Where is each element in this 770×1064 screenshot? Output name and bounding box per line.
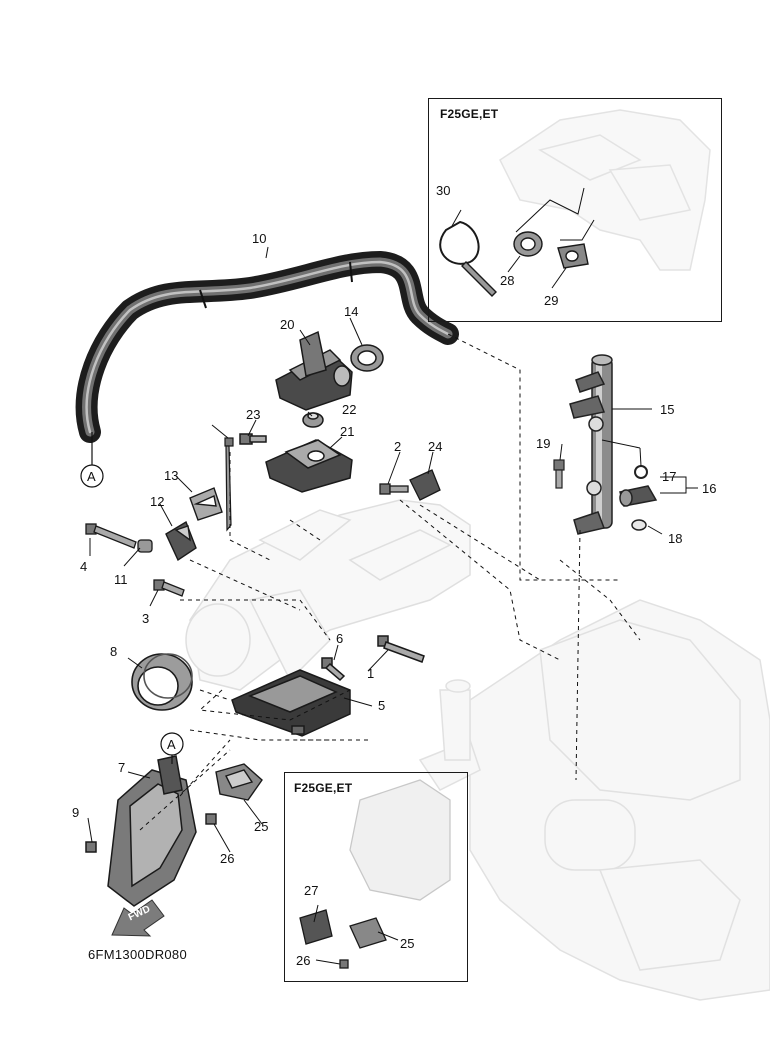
callout-22: 22 (342, 402, 357, 417)
cable-tie-31 (224, 437, 234, 532)
callout-2: 2 (394, 439, 402, 454)
clamp-14 (350, 344, 384, 372)
fuel-rail (569, 354, 613, 535)
callout-21: 21 (340, 424, 355, 439)
callout-11: 11 (114, 572, 128, 587)
callout-10: 10 (252, 231, 267, 246)
inset-f25ge-et-top (428, 98, 722, 322)
injector-parts (619, 465, 658, 531)
intake-manifold-ghost (185, 499, 471, 691)
callout-26: 26 (220, 851, 235, 866)
circle-a-label-bottom: A (167, 737, 176, 752)
part-21-bracket (239, 412, 353, 493)
callout-23: 23 (246, 407, 261, 422)
callout-3: 3 (142, 611, 150, 626)
callout-1: 1 (367, 666, 375, 681)
callout-inset-26: 26 (296, 953, 311, 968)
bracket-25 (205, 763, 263, 825)
callout-29: 29 (544, 293, 559, 308)
bolt-19 (553, 459, 565, 489)
inset-manifold-ghost (499, 109, 711, 271)
cover-7 (85, 755, 197, 907)
callout-16: 16 (702, 481, 717, 496)
callout-inset-25: 25 (400, 936, 415, 951)
callout-5: 5 (378, 698, 386, 713)
inset1-parts (439, 220, 589, 297)
callout-4: 4 (80, 559, 88, 574)
engine-block-ghost (418, 599, 770, 1001)
callout-30: 30 (436, 183, 451, 198)
reference-code: 6FM1300DR080 (88, 947, 187, 962)
callout-inset-27: 27 (304, 883, 319, 898)
callout-20: 20 (280, 317, 295, 332)
callout-18: 18 (668, 531, 683, 546)
callout-7: 7 (118, 760, 126, 775)
part-24 (379, 469, 441, 501)
dashed-guides (139, 333, 641, 831)
bolts-4-11-3 (85, 523, 185, 597)
callout-6: 6 (336, 631, 344, 646)
callout-12: 12 (150, 494, 165, 509)
inset2-parts (299, 779, 451, 969)
circle-a-markers (80, 432, 184, 764)
callout-9: 9 (72, 805, 80, 820)
leader-lines (87, 187, 698, 965)
inset-title-top: F25GE,ET (440, 107, 499, 121)
part-20-bracket (275, 330, 353, 411)
callout-15: 15 (660, 402, 675, 417)
circle-a-label-top: A (87, 469, 96, 484)
inset-title-bottom: F25GE,ET (294, 781, 353, 795)
callout-28: 28 (500, 273, 515, 288)
part-12-13 (165, 487, 223, 562)
bracket-5 (231, 635, 425, 737)
callout-19: 19 (536, 436, 551, 451)
fwd-arrow-icon (111, 899, 165, 937)
callout-14: 14 (344, 304, 359, 319)
callout-13: 13 (164, 468, 179, 483)
callout-25: 25 (254, 819, 269, 834)
gasket-8 (131, 653, 193, 711)
callout-24: 24 (428, 439, 443, 454)
callout-8: 8 (110, 644, 118, 659)
inset-f25ge-et-bottom (284, 772, 468, 982)
callout-17: 17 (662, 469, 677, 484)
